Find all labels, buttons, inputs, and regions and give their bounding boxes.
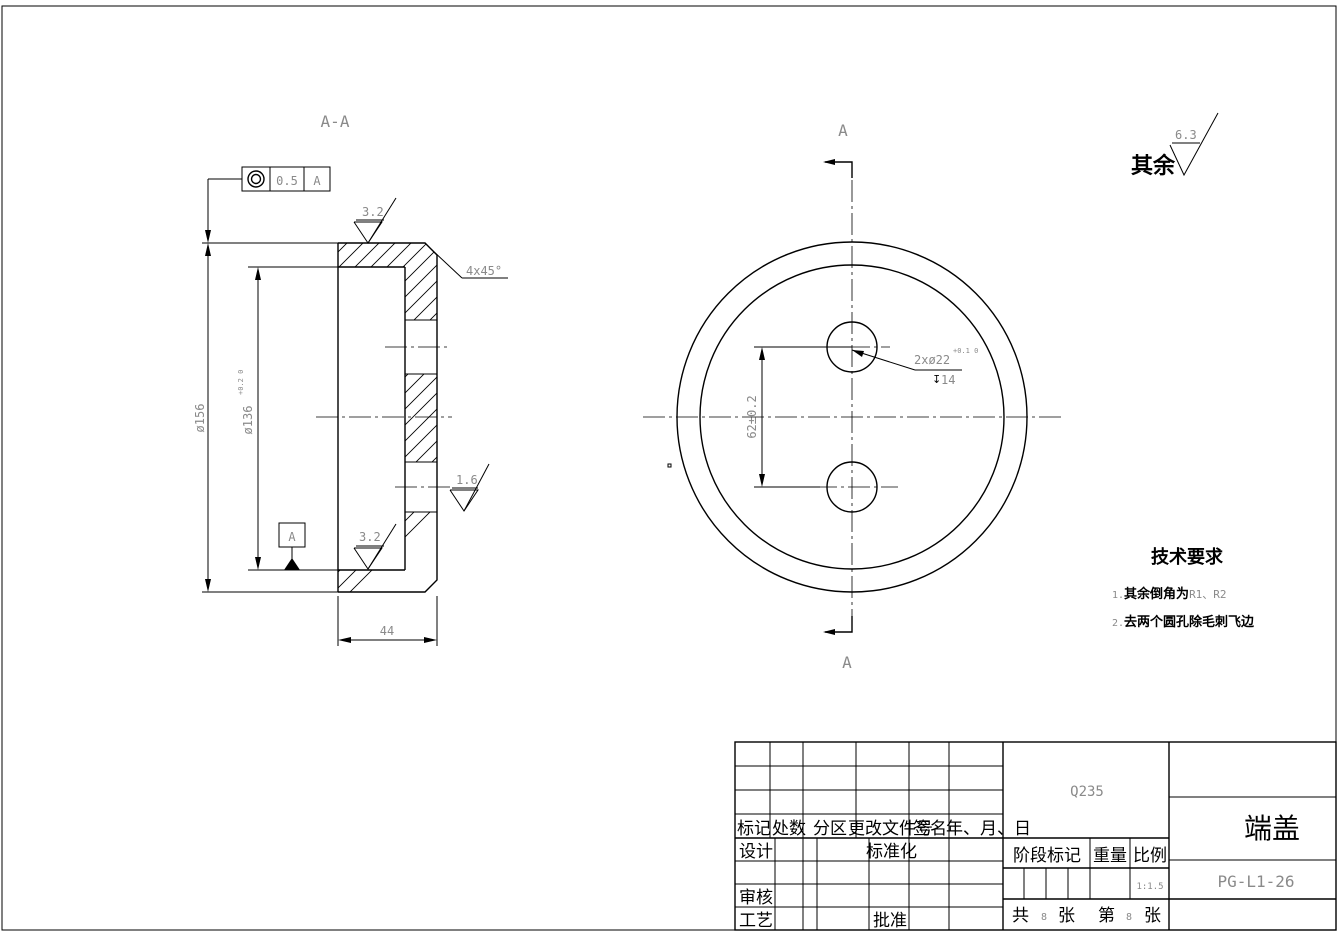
cut-marker-top <box>825 161 853 178</box>
dim-width: 44 <box>380 624 394 638</box>
header-date: 年、月、日 <box>946 819 1031 839</box>
tech-req-title: 技术要求 <box>1151 546 1224 568</box>
depth-icon: ↧ <box>932 373 941 386</box>
datum-marker: A <box>278 522 306 570</box>
dim-inner-diameter-tolerance: +0.2 0 <box>237 370 245 395</box>
cut-label-bottom: A <box>842 653 852 672</box>
material: Q235 <box>1070 784 1104 800</box>
weight-label: 重量 <box>1093 846 1127 866</box>
sheet-unit-2: 张 <box>1144 906 1161 926</box>
row-process: 工艺 <box>739 911 773 931</box>
row-design: 设计 <box>739 842 773 862</box>
tolerance-datum: A <box>313 174 321 188</box>
technical-requirements: 技术要求 1.其余倒角为R1、R2 2.去两个圆孔除毛刺飞边 <box>1112 546 1255 630</box>
section-title: A-A <box>321 112 350 131</box>
roughness-rest-label: 其余 <box>1131 153 1176 179</box>
header-change-doc: 更改文件号 <box>848 819 933 839</box>
stage-mark: 阶段标记 <box>1013 846 1081 866</box>
total-count: 8 <box>1041 912 1047 923</box>
cut-label-top: A <box>838 121 848 140</box>
header-signature: 签名 <box>913 819 947 839</box>
section-hatching <box>338 243 437 592</box>
dim-outer-diameter: ø156 <box>193 404 207 433</box>
roughness-rest: 其余 6.3 <box>1131 112 1219 179</box>
datum-label: A <box>288 530 296 544</box>
front-view: A A 62±0.2 2xø22 +0.1 0 ↧ 14 <box>643 121 1062 672</box>
row-review: 审核 <box>739 888 773 908</box>
concentricity-icon <box>247 170 265 188</box>
scale-value: 1:1.5 <box>1136 882 1163 892</box>
drawing-number: PG-L1-26 <box>1217 872 1294 891</box>
tech-req-item-1: 1.其余倒角为R1、R2 <box>1112 586 1227 602</box>
roughness-hole-value: 1.6 <box>456 473 478 487</box>
hole-depth: 14 <box>941 373 955 387</box>
dim-inner-diameter: ø136 <box>241 406 255 435</box>
roughness-symbol-hole: 1.6 <box>449 463 490 512</box>
roughness-top-value: 3.2 <box>362 205 384 219</box>
tolerance-frame: 0.5 A <box>241 166 331 192</box>
title-block: 标记 处数 分区 更改文件号 签名 年、月、日 设计 标准化 审核 工艺 批准 … <box>734 741 1337 931</box>
tech-req-item-2: 2.去两个圆孔除毛刺飞边 <box>1112 614 1255 630</box>
header-mark: 标记 <box>737 819 771 839</box>
scale-label: 比例 <box>1133 846 1167 866</box>
tolerance-value: 0.5 <box>276 174 298 188</box>
roughness-symbol-top: 3.2 <box>353 197 397 244</box>
header-zone: 分区 <box>813 819 847 839</box>
dim-hole-spacing: 62±0.2 <box>745 395 759 438</box>
section-view: A-A <box>193 112 508 646</box>
sheet-label: 第 <box>1098 906 1115 926</box>
cut-marker-bottom <box>825 616 853 633</box>
roughness-symbol-bottom: 3.2 <box>353 523 397 570</box>
total-label: 共 <box>1012 906 1029 926</box>
roughness-bottom-value: 3.2 <box>359 530 381 544</box>
header-count: 处数 <box>772 819 806 839</box>
hole-callout: 2xø22 <box>914 353 950 367</box>
sheet-number: 8 <box>1126 912 1132 923</box>
row-approve: 批准 <box>873 911 907 931</box>
row-standardization: 标准化 <box>866 842 917 862</box>
drawing-border <box>1 5 1337 931</box>
hole-callout-tolerance: +0.1 0 <box>953 347 978 355</box>
sheet-unit: 张 <box>1058 906 1075 926</box>
section-outline <box>337 242 438 593</box>
part-name: 端盖 <box>1244 812 1300 845</box>
roughness-rest-value: 6.3 <box>1175 128 1197 142</box>
chamfer-callout: 4x45° <box>466 264 502 278</box>
